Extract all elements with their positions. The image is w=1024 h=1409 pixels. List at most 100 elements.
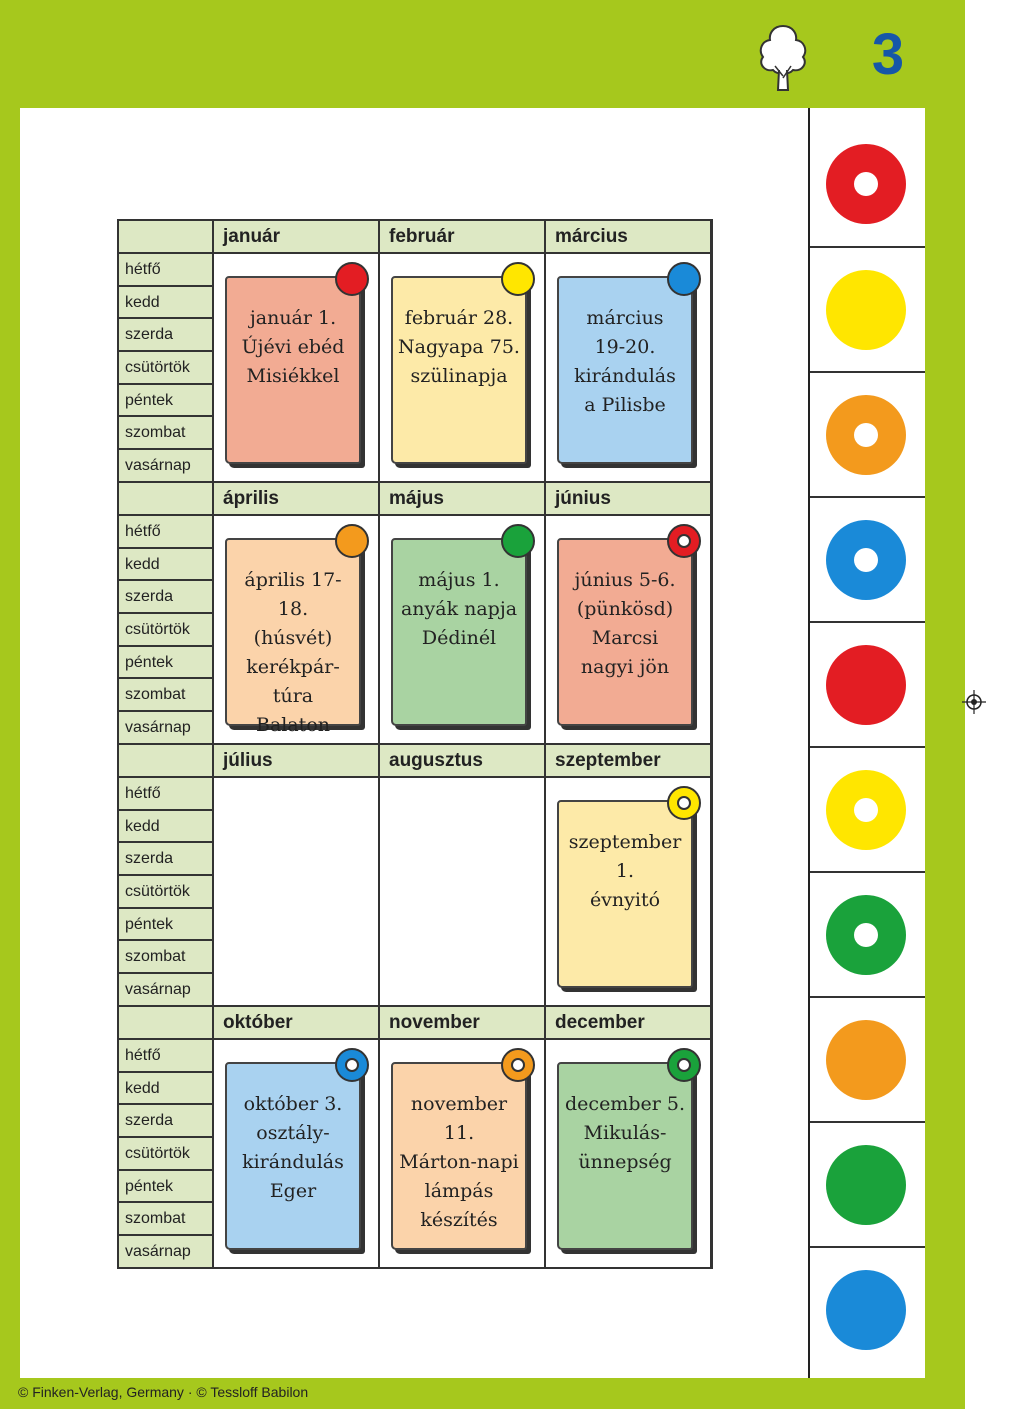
sticky-note: február 28. Nagyapa 75. szülinapja: [391, 262, 535, 464]
weekday-label: hétfő: [119, 516, 212, 549]
weekday-label: kedd: [119, 286, 212, 320]
weekday-label: hétfő: [119, 778, 212, 811]
month-header: március: [546, 221, 712, 254]
pin-icon: [667, 524, 701, 558]
color-circle-cell: [810, 108, 925, 248]
month-cell: október 3. osztály- kirándulás Eger: [214, 1040, 380, 1269]
corner-cell: [119, 745, 214, 778]
orange-dot-icon: [826, 1020, 906, 1100]
color-circle-cell: [810, 373, 925, 498]
pin-icon: [335, 262, 369, 296]
month-header: szeptember: [546, 745, 712, 778]
circle-hole: [854, 798, 878, 822]
registration-mark-icon: [962, 690, 986, 714]
sticky-note: december 5. Mikulás- ünnepség: [557, 1048, 701, 1250]
pin-icon: [335, 524, 369, 558]
color-circle-cell: [810, 873, 925, 998]
note-text: május 1. anyák napja Dédinél: [400, 569, 518, 649]
weekday-label: hétfő: [119, 1040, 212, 1073]
color-circle-cell: [810, 748, 925, 873]
weekday-label: szombat: [119, 679, 212, 713]
yellow-ring-icon: [826, 770, 906, 850]
pin-icon: [501, 524, 535, 558]
color-circle-cell: [810, 1248, 925, 1373]
month-header: október: [214, 1007, 380, 1040]
month-header: június: [546, 483, 712, 516]
weekday-label: kedd: [119, 548, 212, 582]
pin-icon: [501, 1048, 535, 1082]
corner-cell: [119, 483, 214, 516]
pin-icon: [667, 262, 701, 296]
month-header: február: [380, 221, 546, 254]
circle-hole: [854, 923, 878, 947]
note-text: október 3. osztály- kirándulás Eger: [242, 1093, 344, 1202]
footer-copyright: © Finken-Verlag, Germany · © Tessloff Ba…: [18, 1384, 309, 1400]
blue-dot-icon: [826, 1270, 906, 1350]
divider-line: [808, 108, 810, 1378]
pin-hole: [345, 1058, 359, 1072]
pin-hole: [677, 796, 691, 810]
sticky-note: január 1. Újévi ebéd Misiékkel: [225, 262, 369, 464]
note-text: március 19-20. kirándulás a Pilisbe: [574, 307, 676, 416]
weekday-label: csütörtök: [119, 1138, 212, 1171]
note-text: június 5-6. (pünkösd) Marcsi nagyi jön: [574, 569, 676, 678]
note-text: november 11. Márton-napi lámpás készítés: [399, 1093, 519, 1231]
weekday-label: szombat: [119, 941, 212, 975]
green-dot-icon: [826, 1145, 906, 1225]
month-cell: május 1. anyák napja Dédinél: [380, 516, 546, 745]
sticky-note: szeptember 1. évnyitó: [557, 786, 701, 988]
month-header: május: [380, 483, 546, 516]
sticky-note: november 11. Márton-napi lámpás készítés: [391, 1048, 535, 1250]
color-circle-cell: [810, 498, 925, 623]
weekday-label: péntek: [119, 646, 212, 680]
circle-hole: [854, 548, 878, 572]
sticky-note: április 17-18. (húsvét) kerékpár- túra B…: [225, 524, 369, 736]
weekday-label: kedd: [119, 1072, 212, 1106]
weekday-label: szombat: [119, 1203, 212, 1237]
color-circle-cell: [810, 623, 925, 748]
month-cell: április 17-18. (húsvét) kerékpár- túra B…: [214, 516, 380, 745]
month-cell: szeptember 1. évnyitó: [546, 778, 712, 1007]
note-text: április 17-18. (húsvét) kerékpár- túra B…: [244, 569, 342, 736]
month-cell: [214, 778, 380, 1007]
month-cell: december 5. Mikulás- ünnepség: [546, 1040, 712, 1269]
month-header: december: [546, 1007, 712, 1040]
sticky-note: május 1. anyák napja Dédinél: [391, 524, 535, 726]
weekday-label: vasárnap: [119, 974, 212, 1007]
color-circle-cell: [810, 998, 925, 1123]
pin-icon: [501, 262, 535, 296]
month-header: július: [214, 745, 380, 778]
blue-ring-icon: [826, 520, 906, 600]
sticky-note: március 19-20. kirándulás a Pilisbe: [557, 262, 701, 464]
pin-hole: [677, 1058, 691, 1072]
month-cell: január 1. Újévi ebéd Misiékkel: [214, 254, 380, 483]
pin-hole: [511, 1058, 525, 1072]
corner-cell: [119, 1007, 214, 1040]
green-ring-icon: [826, 895, 906, 975]
month-header: január: [214, 221, 380, 254]
weekday-label: péntek: [119, 384, 212, 418]
pin-icon: [667, 1048, 701, 1082]
note-text: december 5. Mikulás- ünnepség: [565, 1093, 685, 1173]
weekday-label: csütörtök: [119, 876, 212, 909]
yellow-dot-icon: [826, 270, 906, 350]
note-text: szeptember 1. évnyitó: [568, 831, 682, 911]
circle-hole: [854, 423, 878, 447]
color-circle-cell: [810, 248, 925, 373]
weekday-label: hétfő: [119, 254, 212, 287]
circle-hole: [854, 172, 878, 196]
tree-icon: [759, 24, 807, 91]
note-text: január 1. Újévi ebéd Misiékkel: [241, 307, 345, 387]
red-ring-icon: [826, 144, 906, 224]
weekday-label: csütörtök: [119, 614, 212, 647]
month-cell: [380, 778, 546, 1007]
weekday-label: csütörtök: [119, 352, 212, 385]
